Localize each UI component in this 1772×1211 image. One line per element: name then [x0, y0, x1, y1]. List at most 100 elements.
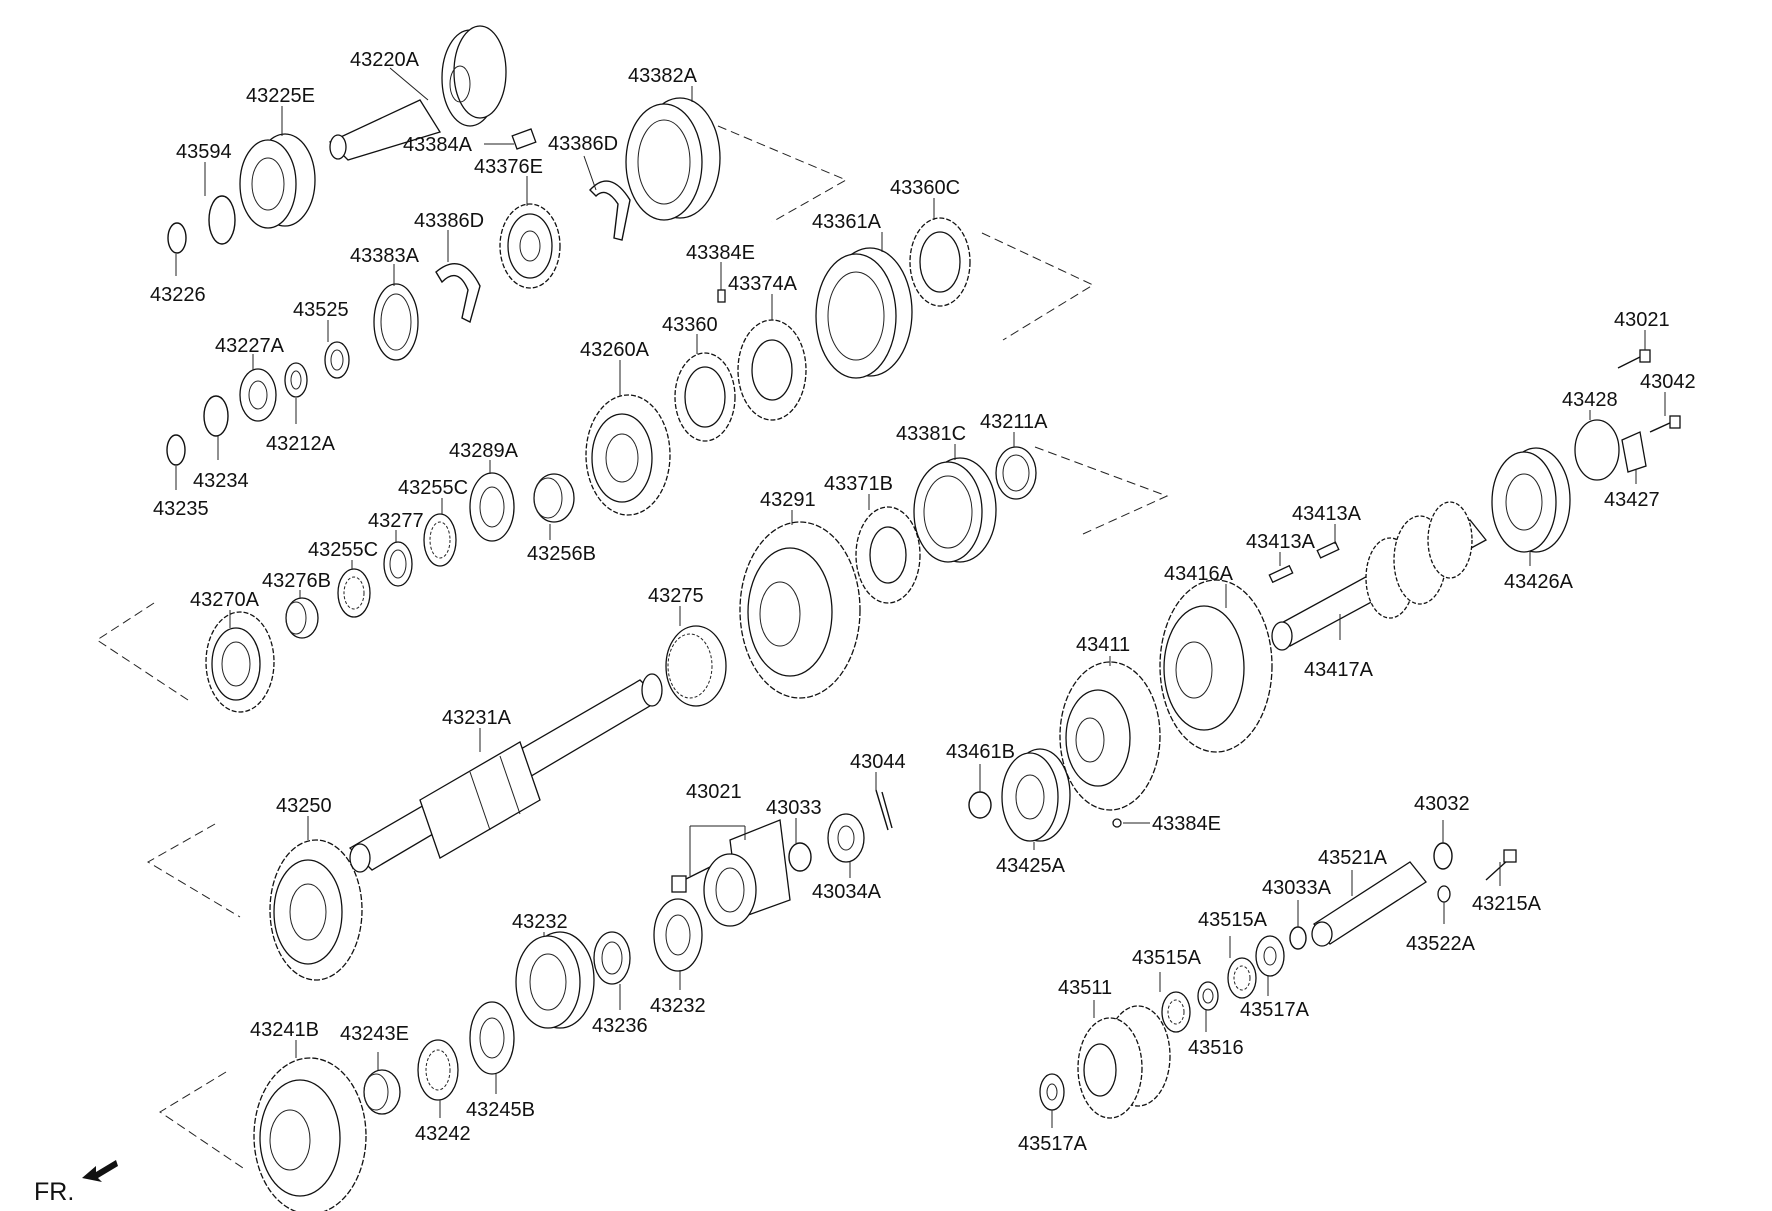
gear-43411: [1059, 661, 1161, 811]
bearing-43426A: [1491, 447, 1571, 553]
thrust-washer-43517A-b: [1039, 1073, 1065, 1111]
synchro-sleeve-43382A: [625, 97, 721, 221]
label-43517A-a: 43517A: [1240, 999, 1310, 1021]
label-43220A: 43220A: [350, 49, 420, 71]
label-43021-right: 43021: [1614, 309, 1670, 331]
gear-43241B: [253, 1057, 367, 1211]
label-43384A: 43384A: [403, 134, 473, 156]
label-43428: 43428: [1562, 389, 1618, 411]
label-43032: 43032: [1414, 793, 1470, 815]
label-43521A: 43521A: [1318, 847, 1388, 869]
label-43360: 43360: [662, 314, 718, 336]
label-43277: 43277: [368, 510, 424, 532]
label-43225E: 43225E: [246, 85, 315, 107]
needle-bearing-43275: [665, 625, 727, 707]
spacer-43516: [1197, 981, 1219, 1011]
label-43384E-top: 43384E: [686, 242, 755, 264]
shift-fork-43386D-top: [589, 180, 631, 241]
sync-ring-43360: [674, 352, 736, 442]
cone-43232: [653, 898, 703, 972]
label-43384E-bottom: 43384E: [1152, 813, 1221, 835]
label-43381C: 43381C: [896, 423, 966, 445]
front-direction-label: FR.: [34, 1178, 74, 1206]
label-43386D: 43386D: [414, 210, 484, 232]
needle-bearing-43242: [417, 1039, 459, 1101]
label-43382A: 43382A: [628, 65, 698, 87]
idler-shaft-43521A: [1311, 861, 1427, 947]
gear-43250: [269, 839, 363, 981]
input-shaft-43220A: [328, 25, 507, 161]
label-43044: 43044: [850, 751, 906, 773]
label-43360C: 43360C: [890, 177, 960, 199]
part-labels: 43220A 43225E 43594 43226 43382A 43384A …: [150, 49, 1696, 1155]
needle-bearing-43515A-a: [1227, 957, 1257, 999]
washer-43277: [383, 541, 413, 587]
label-43234: 43234: [193, 470, 249, 492]
label-43361A: 43361A: [812, 211, 882, 233]
label-43235: 43235: [153, 498, 209, 520]
label-43522A: 43522A: [1406, 933, 1476, 955]
label-43411: 43411: [1076, 634, 1130, 656]
bearing-43425A: [1001, 748, 1071, 842]
label-43376E: 43376E: [474, 156, 543, 178]
label-43212A: 43212A: [266, 433, 336, 455]
label-43270A: 43270A: [190, 589, 260, 611]
label-43255C-a: 43255C: [398, 477, 468, 499]
label-43276B: 43276B: [262, 570, 331, 592]
front-direction-indicator: FR.: [34, 1160, 118, 1206]
label-43515A-a: 43515A: [1198, 909, 1268, 931]
label-43511: 43511: [1058, 977, 1112, 999]
thrust-washer-43245B: [469, 1001, 515, 1075]
key-43384A: [511, 128, 537, 150]
label-43250: 43250: [276, 795, 332, 817]
gear-43270A: [205, 611, 275, 713]
bolt-43042: [1649, 415, 1681, 433]
shim-43427: [1621, 431, 1647, 473]
plate-43428: [1574, 419, 1620, 481]
label-43226: 43226: [150, 284, 206, 306]
bolt-43215A: [1485, 849, 1517, 881]
label-43461B: 43461B: [946, 741, 1015, 763]
pin-43384E-top: [717, 289, 726, 303]
nut-43034A: [827, 813, 865, 863]
o-ring-43033: [788, 842, 812, 872]
label-43427: 43427: [1604, 489, 1660, 511]
gear-43374A: [737, 319, 807, 421]
label-43594: 43594: [176, 141, 232, 163]
washer-43212A: [284, 362, 308, 398]
ring-43383A: [373, 283, 419, 361]
label-43242: 43242: [415, 1123, 471, 1145]
label-43245B: 43245B: [466, 1099, 535, 1121]
label-43371B: 43371B: [824, 473, 893, 495]
leader-lines: [175, 67, 1666, 1128]
label-43417A: 43417A: [1304, 659, 1374, 681]
label-43042: 43042: [1640, 371, 1696, 393]
sync-hub-43376E: [499, 203, 561, 289]
shift-fork-43386D: [435, 263, 481, 324]
label-43425A: 43425A: [996, 855, 1066, 877]
label-43374A: 43374A: [728, 273, 798, 295]
gear-43260A: [585, 394, 671, 516]
counter-shaft-43417A: [1271, 501, 1487, 651]
label-43211A: 43211A: [980, 411, 1048, 433]
front-arrow-icon: [82, 1160, 118, 1182]
synchro-sleeve-43381C: [913, 457, 997, 563]
label-43416A: 43416A: [1164, 563, 1234, 585]
label-43231A: 43231A: [442, 707, 512, 729]
ring-43211A: [995, 446, 1037, 500]
collar-43256B: [533, 473, 575, 523]
label-43232-a: 43232: [512, 911, 568, 933]
cotter-pin-43044: [875, 789, 893, 831]
label-43215A: 43215A: [1472, 893, 1542, 915]
snap-ring-43235: [166, 434, 186, 466]
label-43386D-top: 43386D: [548, 133, 618, 155]
reference-dash-lines: [96, 125, 1169, 1171]
label-43275: 43275: [648, 585, 704, 607]
gear-43416A: [1159, 579, 1273, 753]
label-43291: 43291: [760, 489, 816, 511]
label-43241B: 43241B: [250, 1019, 319, 1041]
label-43236: 43236: [592, 1015, 648, 1037]
label-43033: 43033: [766, 797, 822, 819]
sync-ring-43360C: [909, 217, 971, 307]
